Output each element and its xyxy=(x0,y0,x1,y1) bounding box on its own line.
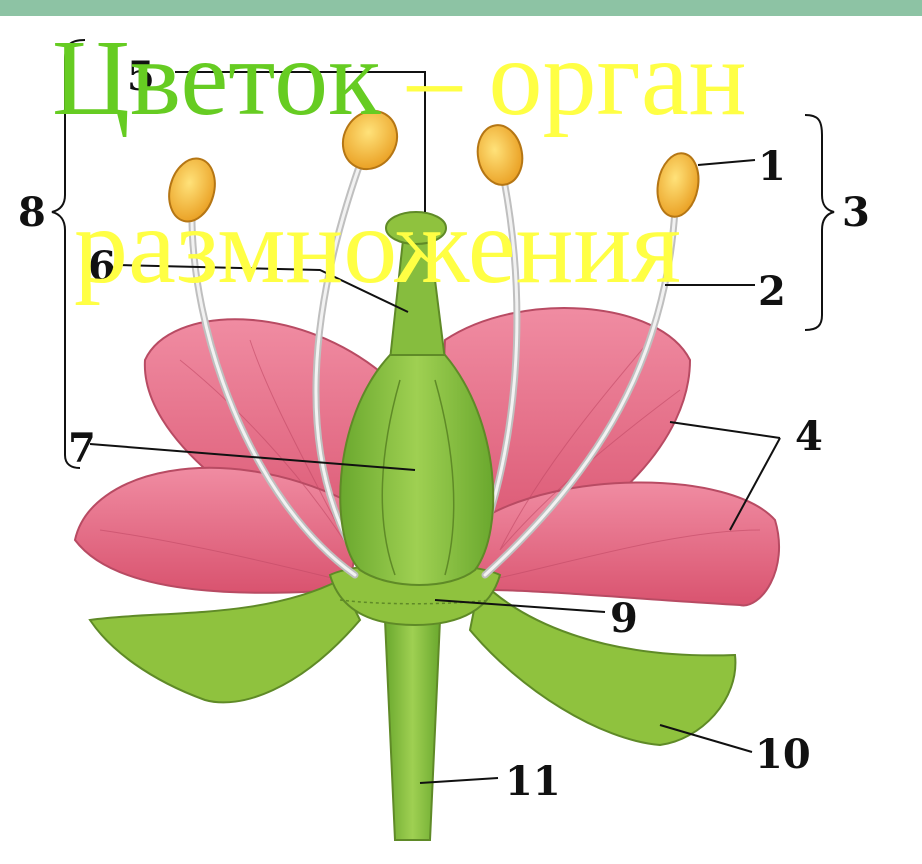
label-4: 4 xyxy=(795,413,823,460)
stem xyxy=(385,620,440,840)
petal-front-left xyxy=(75,468,354,593)
bracket-3 xyxy=(805,115,834,330)
title-word-flower: Цветок xyxy=(52,19,381,138)
label-7: 7 xyxy=(68,425,96,472)
label-3: 3 xyxy=(842,189,870,236)
title-word-organ: – орган xyxy=(381,19,747,138)
label-11: 11 xyxy=(505,758,561,805)
label-9: 9 xyxy=(610,595,638,642)
label-2: 2 xyxy=(758,268,786,315)
title-line-1: Цветок – орган xyxy=(52,20,747,138)
leader-1 xyxy=(698,160,755,165)
sepal-left xyxy=(90,580,360,702)
leader-4a xyxy=(670,422,780,438)
label-1: 1 xyxy=(758,143,786,190)
label-8: 8 xyxy=(18,189,46,236)
title-line-2: размножения xyxy=(74,188,681,306)
label-10: 10 xyxy=(755,731,811,778)
